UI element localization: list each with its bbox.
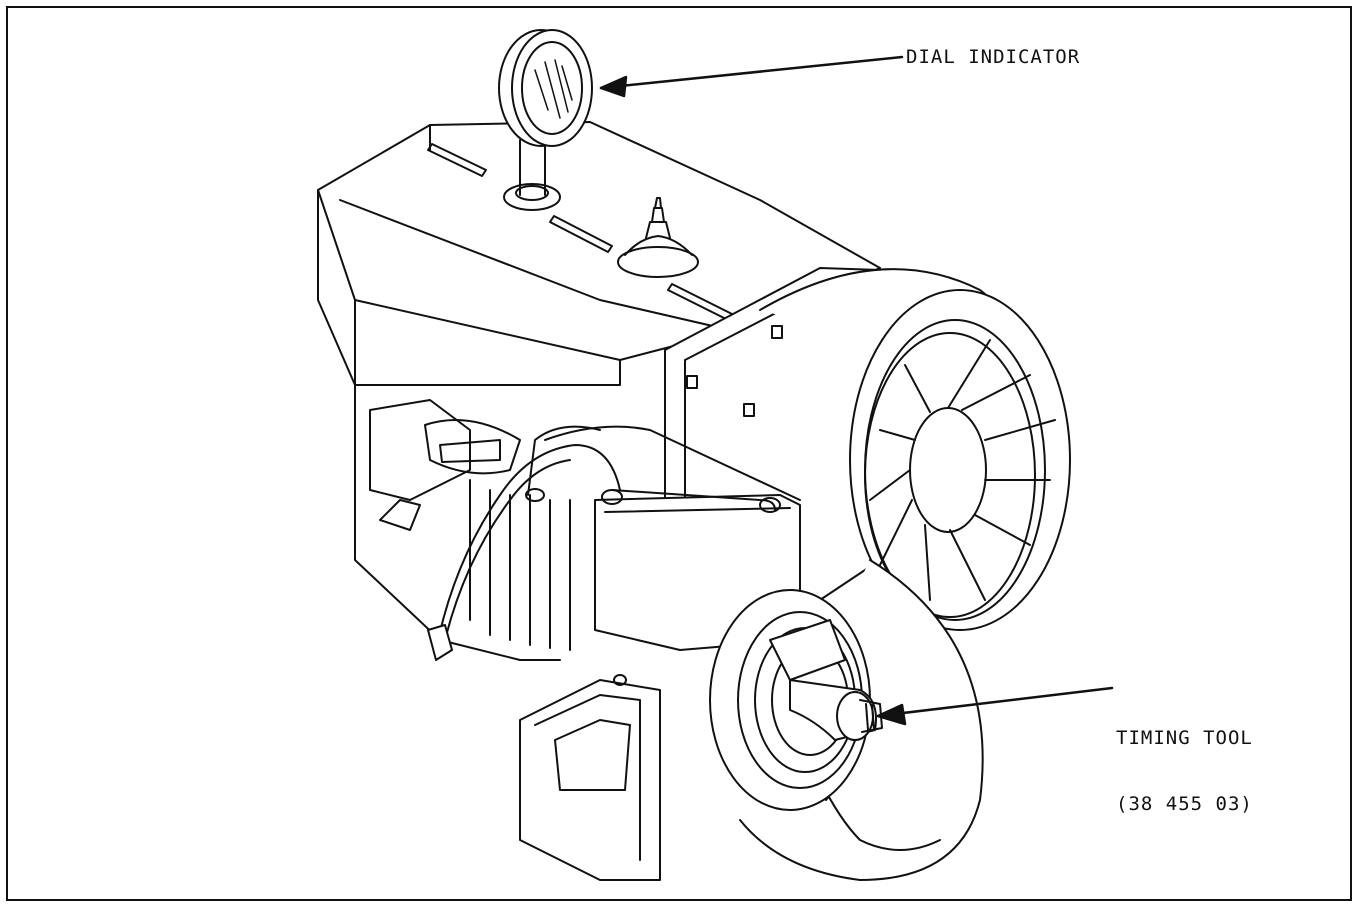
cooling-fan bbox=[759, 268, 1071, 631]
dial-indicator-label: DIAL INDICATOR bbox=[906, 46, 1081, 68]
injector-nozzle bbox=[617, 197, 699, 278]
fuel-lines bbox=[427, 425, 781, 661]
timing-tool-label-line1: TIMING TOOL bbox=[1116, 727, 1253, 749]
leader-timing-tool bbox=[876, 686, 1114, 726]
crankcase bbox=[354, 384, 571, 661]
timing-tool-label: TIMING TOOL (38 455 03) bbox=[1116, 683, 1253, 837]
leader-dial-indicator bbox=[599, 55, 904, 98]
timing-tool-part-number: (38 455 03) bbox=[1116, 793, 1253, 815]
figure-frame bbox=[6, 6, 1352, 901]
dial-indicator bbox=[498, 29, 593, 211]
mounting-foot bbox=[519, 674, 661, 881]
timing-tool bbox=[709, 589, 883, 811]
